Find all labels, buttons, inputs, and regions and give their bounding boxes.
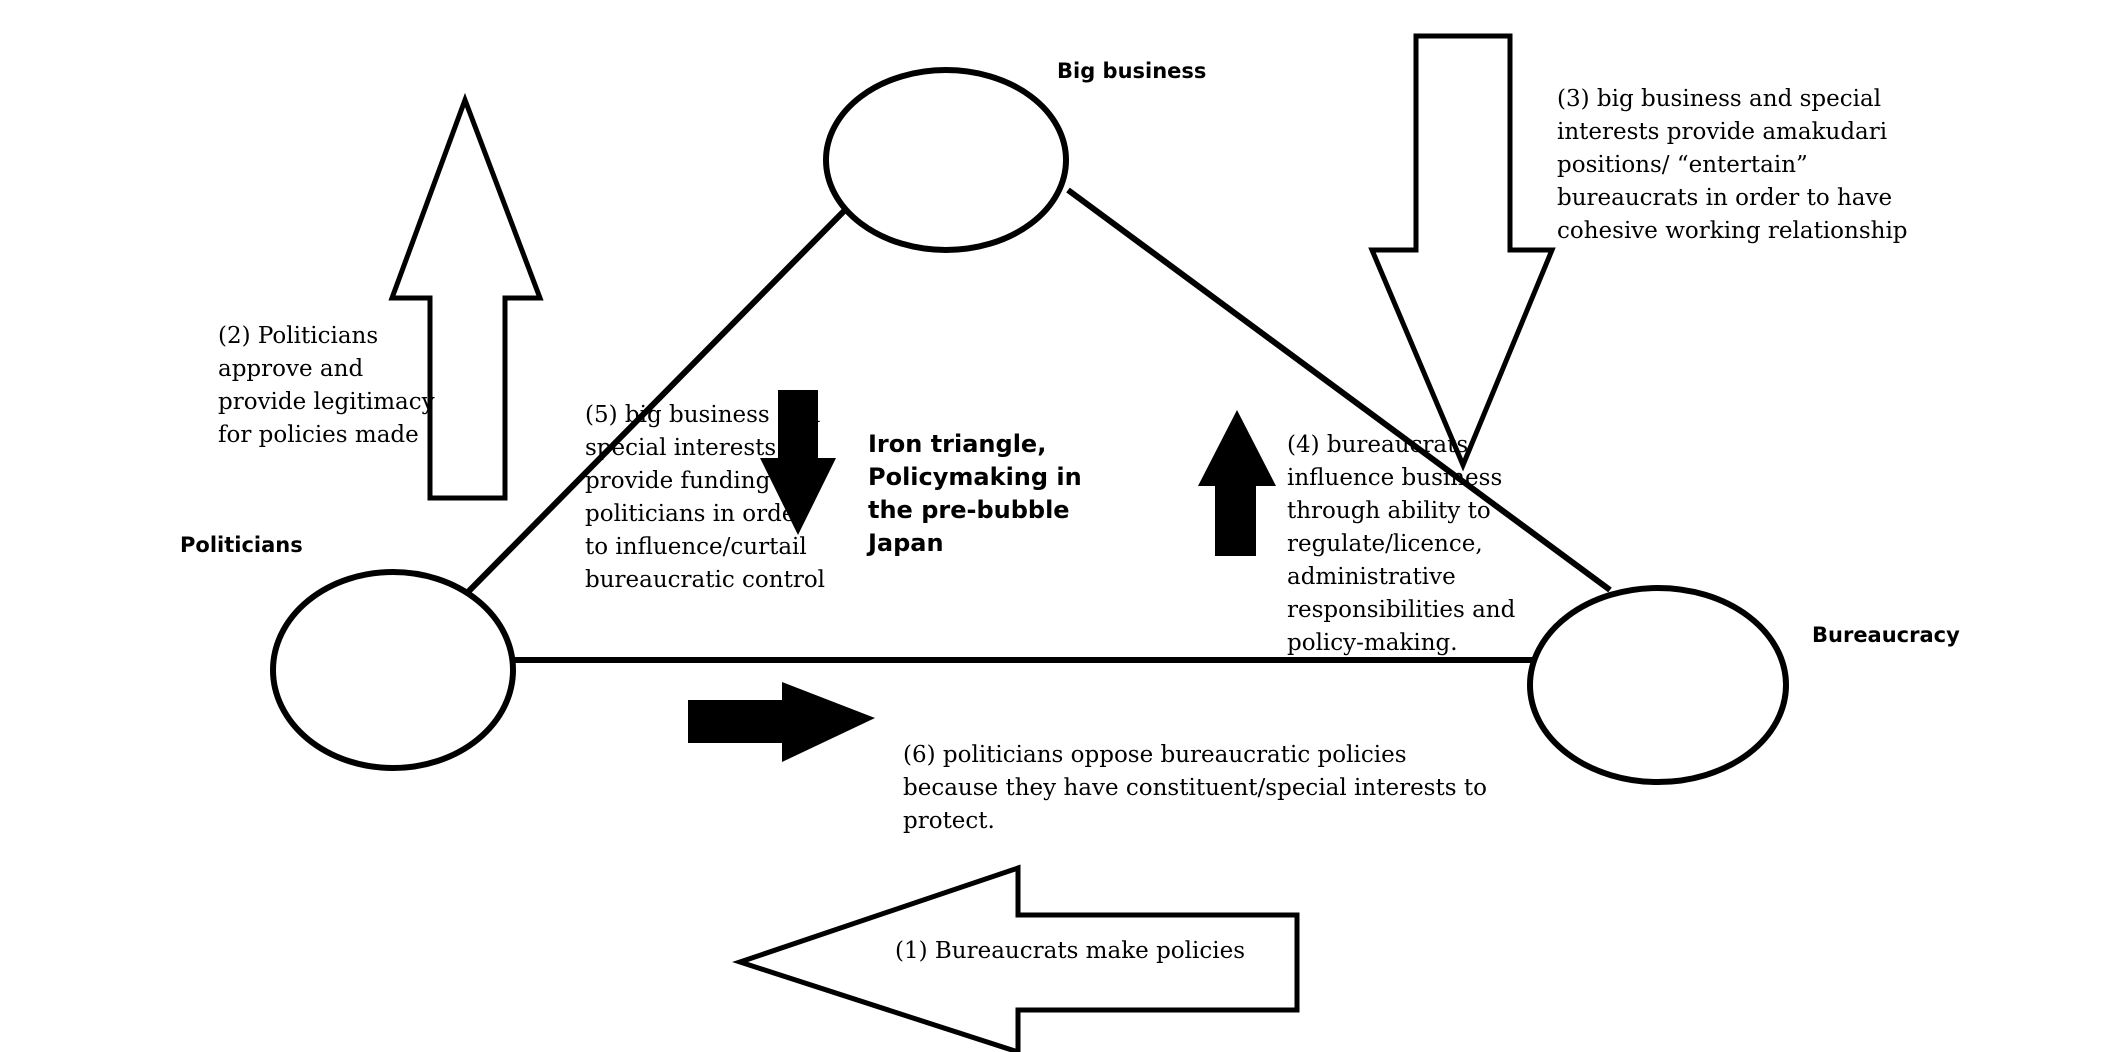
big-business-label: Big business — [1057, 59, 1206, 83]
note-line: influence business — [1287, 465, 1502, 491]
note-line: protect. — [903, 808, 995, 834]
center-title-line: Iron triangle, — [868, 430, 1046, 458]
arrow-6-right-icon — [688, 682, 875, 762]
big-business-node — [823, 67, 1069, 253]
arrow-3-down-icon — [1368, 33, 1556, 472]
note-line: responsibilities and — [1287, 597, 1516, 623]
note-3: (3) big business and special interests p… — [1557, 86, 1908, 244]
arrow-5-down-icon — [760, 390, 836, 535]
note-line: special interests — [585, 435, 776, 461]
note-line: to influence/curtail — [585, 534, 807, 560]
arrow-2-up-icon — [388, 92, 544, 501]
note-4: (4) bureaucrats influence business throu… — [1287, 432, 1523, 656]
arrow-1-left-icon — [732, 864, 1300, 1052]
bureaucracy-label: Bureaucracy — [1812, 623, 1960, 647]
center-title-line: Japan — [866, 529, 944, 557]
note-line: provide funding for — [585, 468, 811, 494]
note-line: because they have constituent/special in… — [903, 775, 1487, 801]
note-line: bureaucrats in order to have — [1557, 185, 1892, 211]
bureaucracy-node — [1527, 585, 1789, 785]
note-line: (4) bureaucrats — [1287, 432, 1468, 458]
note-6: (6) politicians oppose bureaucratic poli… — [903, 742, 1494, 834]
note-line: interests provide amakudari — [1557, 119, 1887, 145]
note-line: administrative — [1287, 564, 1456, 590]
politicians-node — [270, 569, 516, 771]
note-line: politicians in order — [585, 501, 806, 527]
note-line: (6) politicians oppose bureaucratic poli… — [903, 742, 1407, 768]
note-line: (5) big business and — [585, 402, 821, 428]
note-line: regulate/licence, — [1287, 531, 1483, 557]
center-title-line: Policymaking in — [868, 463, 1082, 491]
note-line: (2) Politicians — [218, 323, 378, 349]
note-line: (1) Bureaucrats make policies — [895, 938, 1245, 964]
note-1: (1) Bureaucrats make policies — [895, 938, 1245, 964]
note-5: (5) big business and special interests p… — [585, 402, 828, 593]
politicians-label: Politicians — [180, 533, 303, 557]
center-title-line: the pre-bubble — [868, 496, 1070, 524]
arrow-4-up-icon — [1198, 410, 1276, 556]
note-line: positions/ “entertain” — [1557, 152, 1808, 178]
edge-big-business-bureaucracy — [1066, 187, 1612, 593]
edge-politicians-big-business — [465, 207, 848, 595]
note-line: cohesive working relationship — [1557, 218, 1908, 244]
note-line: for policies made — [218, 422, 419, 448]
note-line: provide legitimacy — [218, 389, 435, 415]
note-line: through ability to — [1287, 498, 1491, 524]
note-line: (3) big business and special — [1557, 86, 1881, 112]
note-line: bureaucratic control — [585, 567, 825, 593]
center-title: Iron triangle, Policymaking in the pre-b… — [866, 430, 1090, 557]
note-line: approve and — [218, 356, 363, 382]
note-line: policy-making. — [1287, 630, 1458, 656]
note-2: (2) Politicians approve and provide legi… — [218, 323, 442, 448]
